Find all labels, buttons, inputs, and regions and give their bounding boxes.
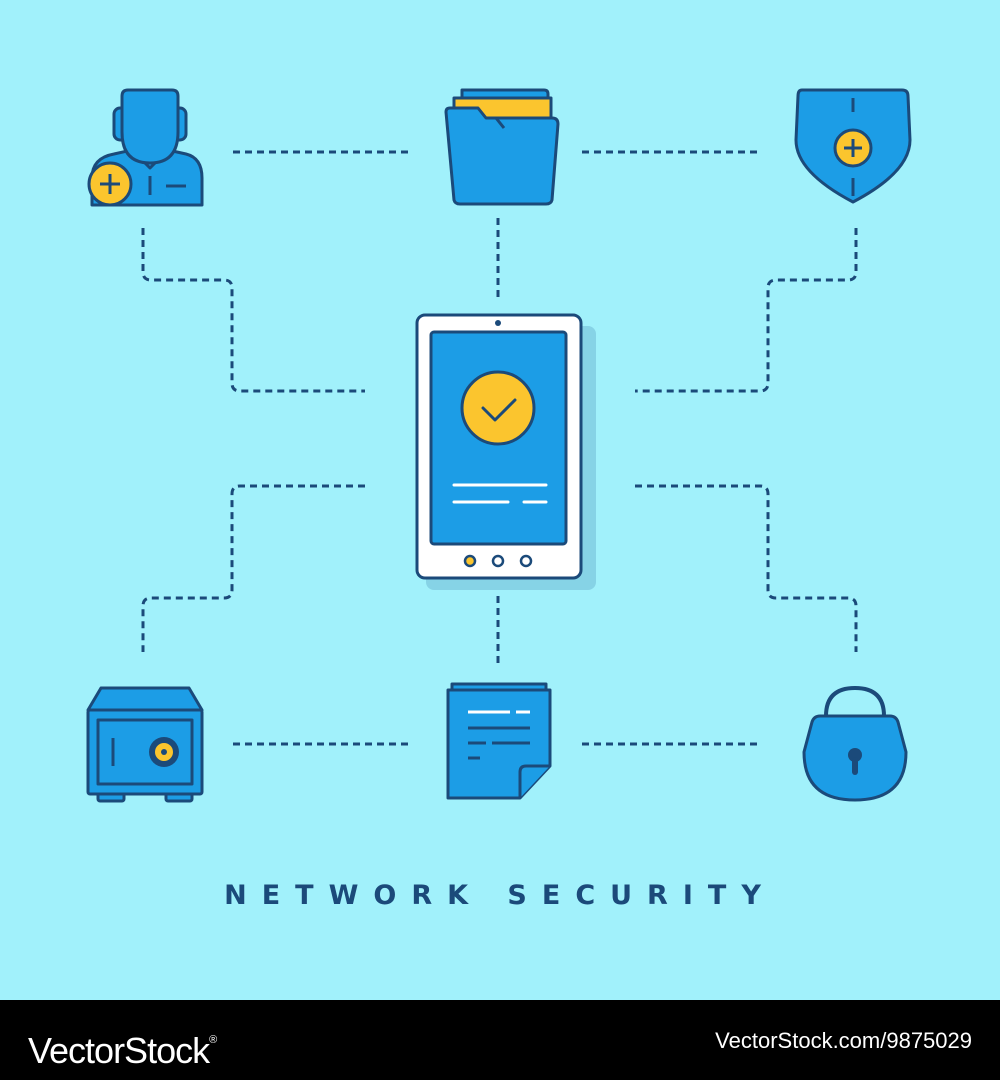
vectorstock-logo: VectorStock® xyxy=(28,1018,217,1073)
stock-id: VectorStock.com/9875029 xyxy=(715,1028,972,1053)
phone-camera xyxy=(495,320,501,326)
watermark-bar: VectorStock® VectorStock.com/9875029 xyxy=(0,1000,1000,1080)
folder-icon xyxy=(444,88,560,206)
shield-plus-icon xyxy=(794,88,912,204)
connector-user-phone xyxy=(141,228,365,393)
network-diagram xyxy=(86,88,912,803)
checkmark-icon xyxy=(481,398,517,422)
connector-shield-phone xyxy=(635,228,858,393)
smartphone-check-icon xyxy=(415,313,596,590)
connector-lines xyxy=(141,150,858,746)
registered-mark: ® xyxy=(209,1034,217,1046)
safe-icon xyxy=(86,686,204,803)
add-user-icon xyxy=(87,88,204,207)
brand-name: VectorStock xyxy=(28,1030,210,1071)
connector-safe-phone xyxy=(141,484,365,652)
document-icon xyxy=(446,682,552,800)
padlock-icon xyxy=(802,686,908,802)
illustration: NETWORK SECURITY xyxy=(86,88,912,911)
connector-lock-phone xyxy=(635,484,858,652)
check-circle xyxy=(460,370,536,446)
caption-title: NETWORK SECURITY xyxy=(224,880,776,911)
